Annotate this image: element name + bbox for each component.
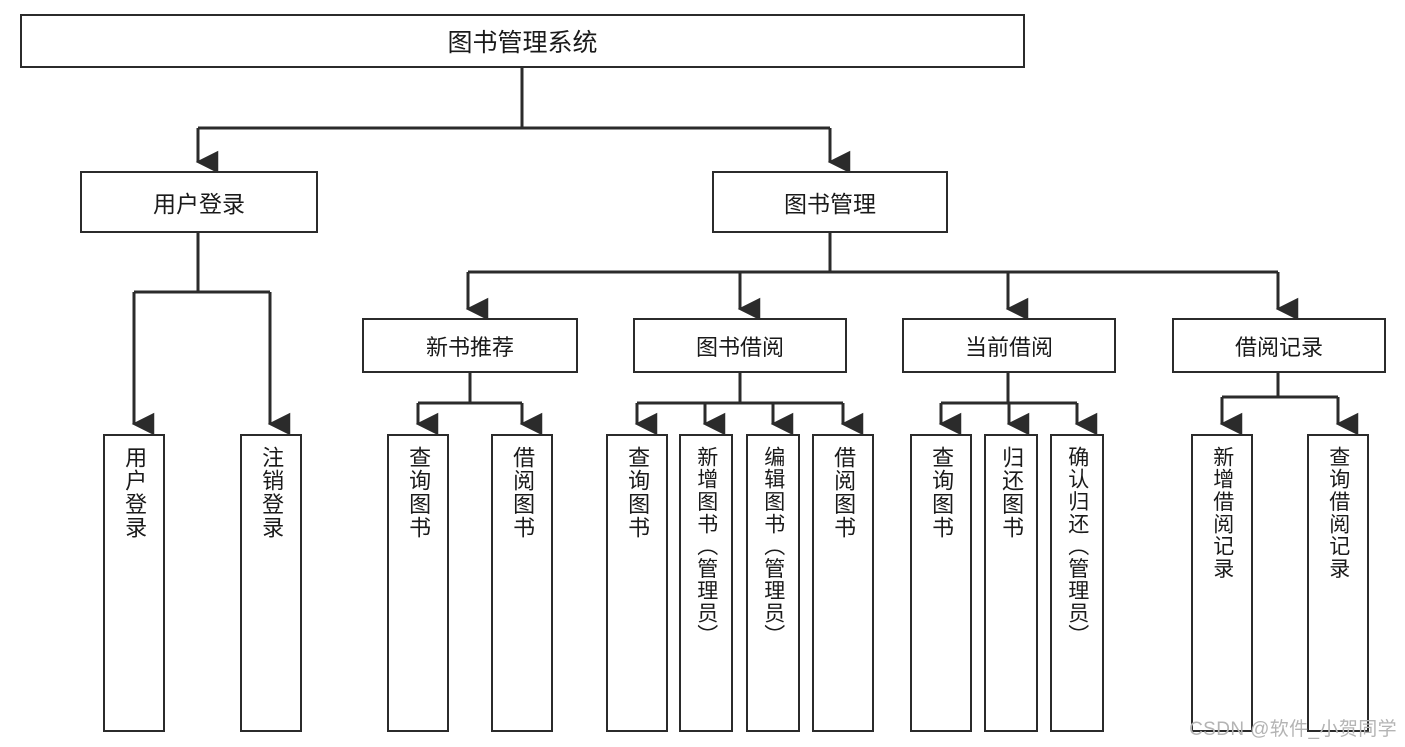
- node-leaf-query-record[interactable]: 查询借阅记录: [1307, 434, 1369, 732]
- node-leaf-return-book-label: 归还图书: [999, 446, 1025, 540]
- node-book-management[interactable]: 图书管理: [712, 171, 948, 233]
- node-borrow-record-label: 借阅记录: [1234, 334, 1323, 360]
- node-leaf-return-book[interactable]: 归还图书: [984, 434, 1038, 732]
- node-leaf-query-book-3[interactable]: 查询图书: [910, 434, 972, 732]
- node-current-borrow[interactable]: 当前借阅: [902, 318, 1116, 373]
- node-leaf-add-record[interactable]: 新增借阅记录: [1191, 434, 1253, 732]
- node-leaf-confirm-return[interactable]: 确认归还（管理员）: [1050, 434, 1104, 732]
- node-leaf-query-book-1[interactable]: 查询图书: [387, 434, 449, 732]
- node-leaf-query-book-2-label: 查询图书: [625, 446, 651, 540]
- node-leaf-borrow-book-1-label: 借阅图书: [510, 446, 536, 540]
- node-leaf-add-book-label: 新增图书（管理员）: [694, 446, 718, 647]
- node-borrow-record[interactable]: 借阅记录: [1172, 318, 1386, 373]
- node-leaf-edit-book[interactable]: 编辑图书（管理员）: [746, 434, 800, 732]
- node-leaf-user-login[interactable]: 用户登录: [103, 434, 165, 732]
- node-leaf-query-book-3-label: 查询图书: [929, 446, 955, 540]
- node-book-borrow[interactable]: 图书借阅: [633, 318, 847, 373]
- node-root[interactable]: 图书管理系统: [20, 14, 1025, 68]
- node-leaf-add-book[interactable]: 新增图书（管理员）: [679, 434, 733, 732]
- node-leaf-edit-book-label: 编辑图书（管理员）: [761, 446, 785, 647]
- node-leaf-borrow-book-2[interactable]: 借阅图书: [812, 434, 874, 732]
- node-leaf-query-book-2[interactable]: 查询图书: [606, 434, 668, 732]
- node-leaf-query-record-label: 查询借阅记录: [1326, 446, 1350, 580]
- node-leaf-logout[interactable]: 注销登录: [240, 434, 302, 732]
- node-leaf-confirm-return-label: 确认归还（管理员）: [1065, 446, 1089, 647]
- node-new-book-recommend[interactable]: 新书推荐: [362, 318, 578, 373]
- node-user-login[interactable]: 用户登录: [80, 171, 318, 233]
- node-root-label: 图书管理系统: [447, 29, 598, 57]
- node-current-borrow-label: 当前借阅: [964, 334, 1053, 360]
- node-book-borrow-label: 图书借阅: [695, 334, 784, 360]
- watermark: CSDN @软件_小贺同学: [1189, 719, 1397, 740]
- node-leaf-add-record-label: 新增借阅记录: [1210, 446, 1234, 580]
- node-leaf-user-login-label: 用户登录: [122, 446, 148, 540]
- node-user-login-label: 用户登录: [153, 191, 245, 217]
- node-book-management-label: 图书管理: [784, 191, 876, 217]
- node-leaf-borrow-book-2-label: 借阅图书: [831, 446, 857, 540]
- node-leaf-borrow-book-1[interactable]: 借阅图书: [491, 434, 553, 732]
- node-new-book-recommend-label: 新书推荐: [425, 334, 514, 360]
- node-leaf-query-book-1-label: 查询图书: [406, 446, 432, 540]
- node-leaf-logout-label: 注销登录: [259, 446, 285, 540]
